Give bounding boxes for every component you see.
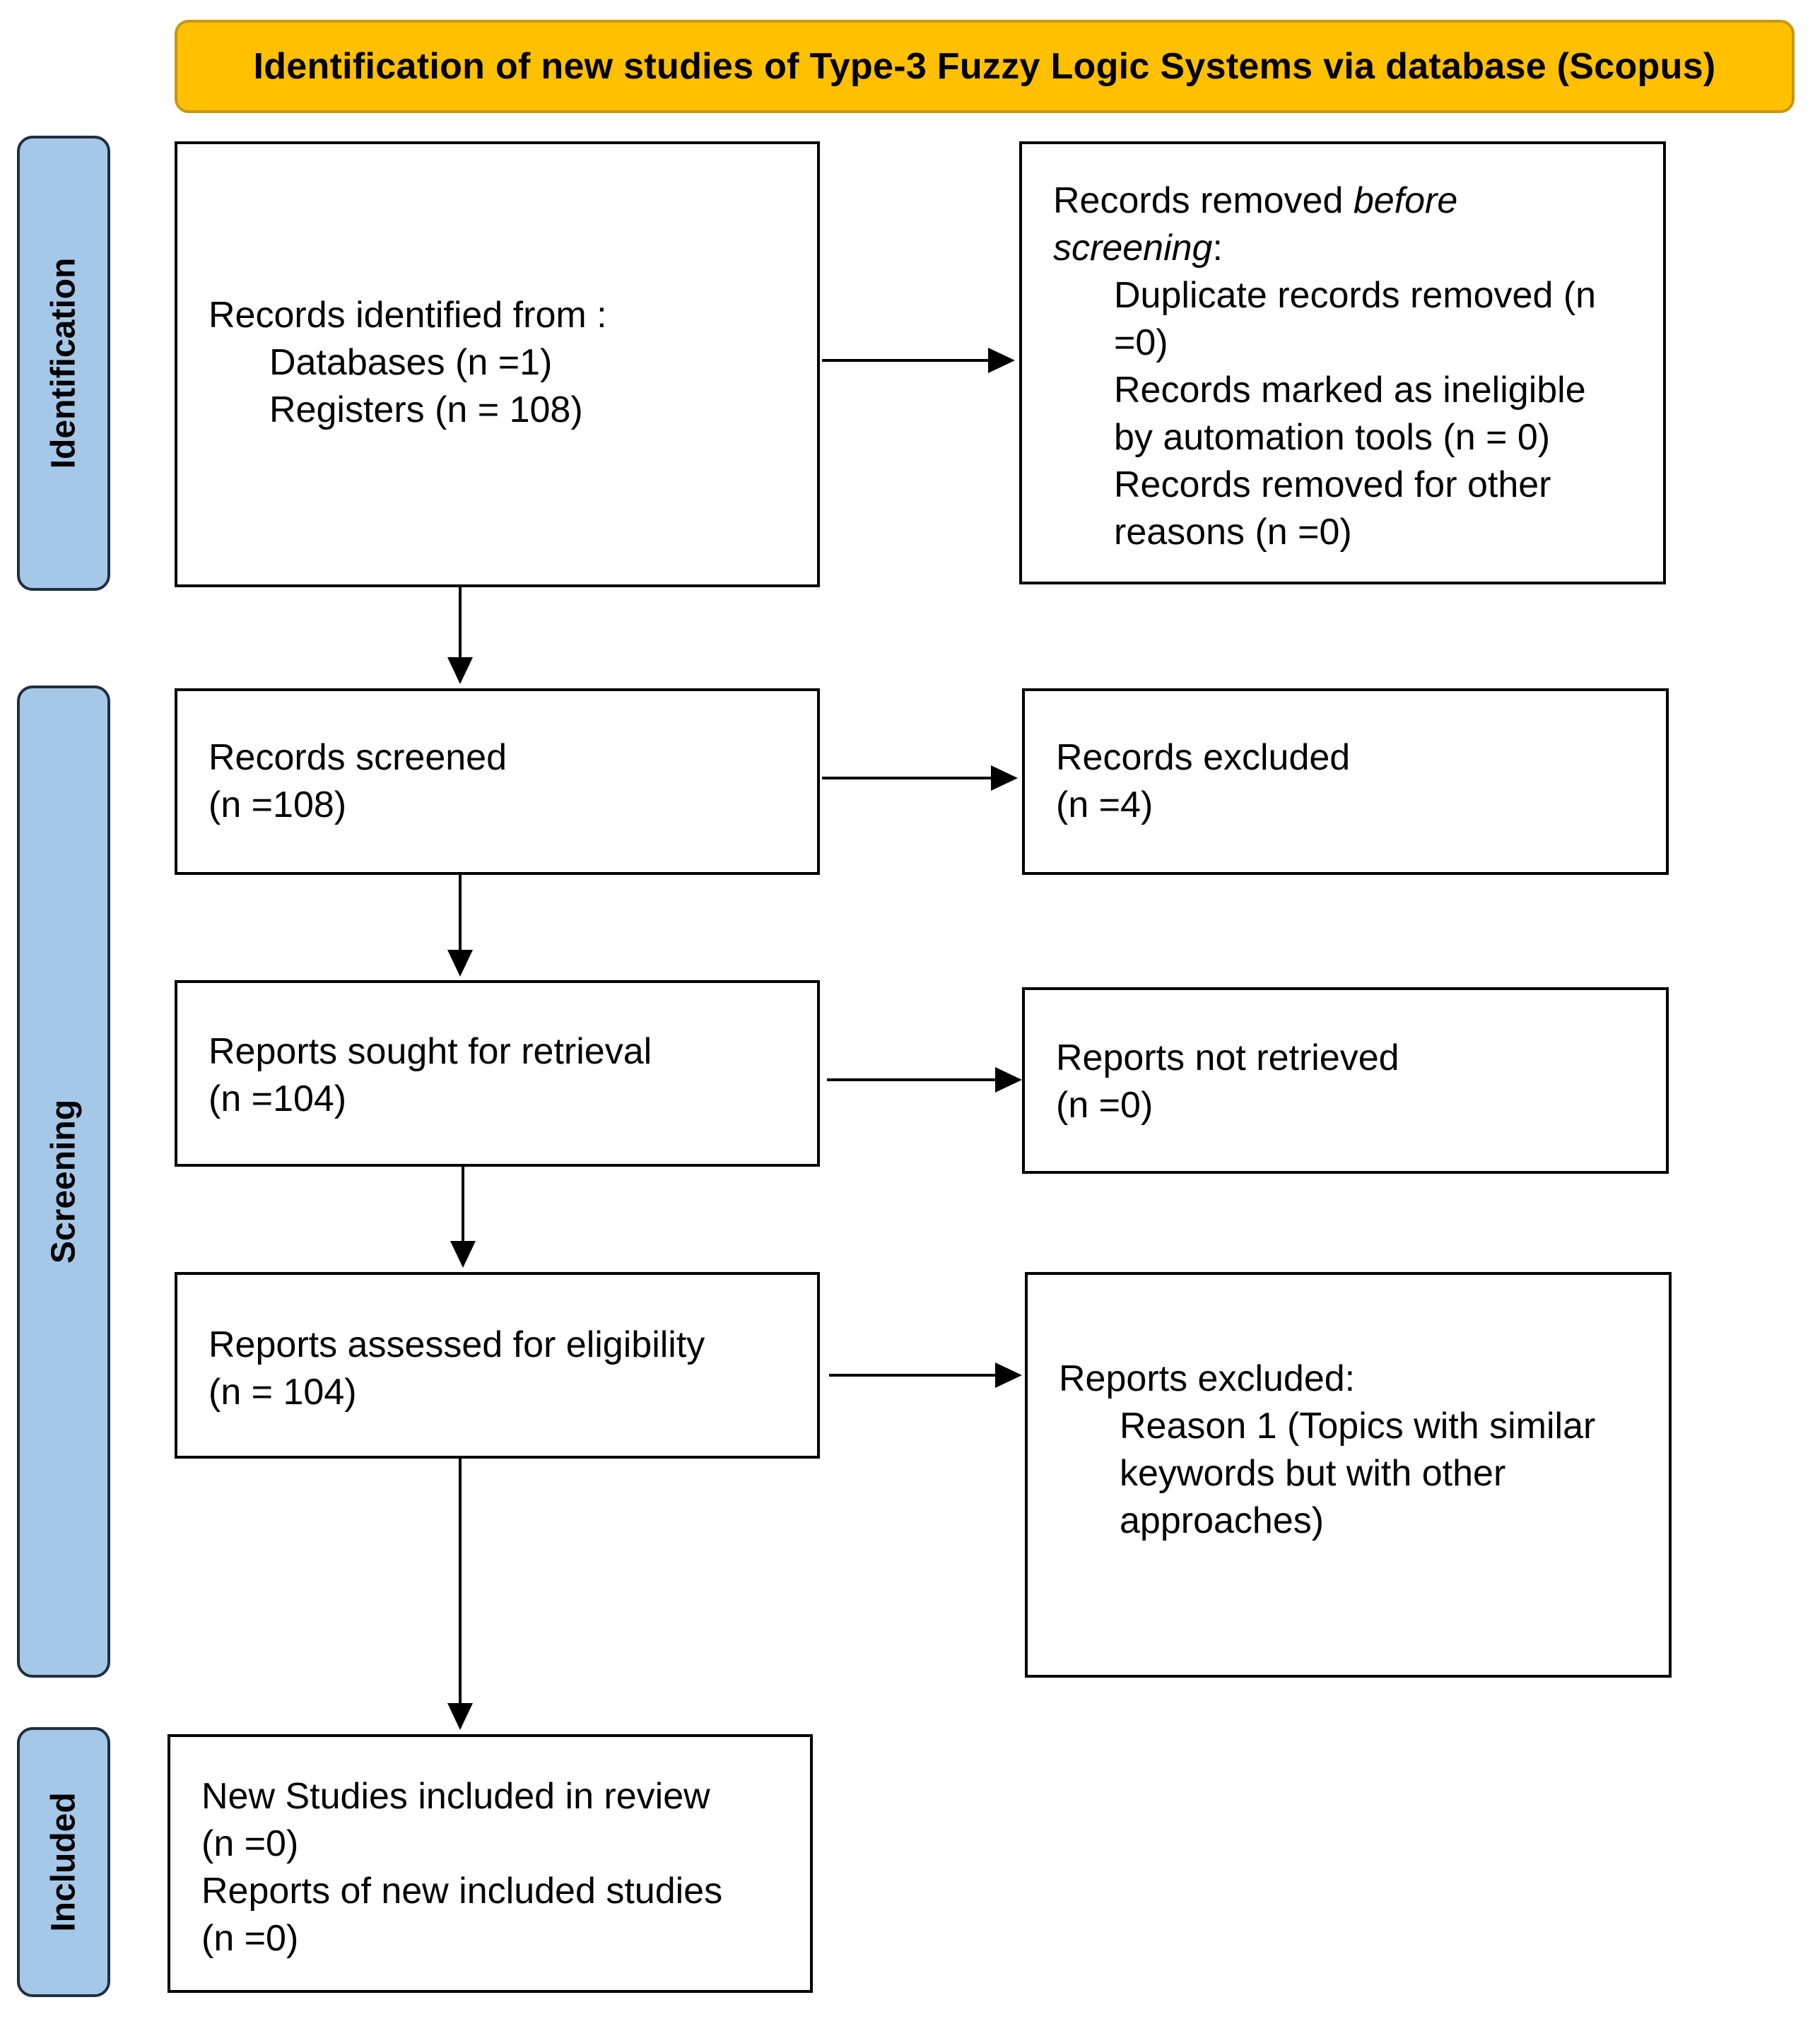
reports-assessed-box: Reports assessed for eligibility (n = 10… (175, 1272, 820, 1459)
records-screened-box: Records screened (n =108) (175, 688, 820, 875)
registers-count: Registers (n = 108) (269, 389, 583, 430)
reports-sought-count: (n =104) (209, 1078, 347, 1119)
reports-not-retrieved-box: Reports not retrieved (n =0) (1022, 987, 1669, 1174)
records-excluded-count: (n =4) (1056, 784, 1153, 825)
reports-new-included-label: Reports of new included studies (201, 1871, 723, 1912)
studies-included-box: New Studies included in review (n =0) Re… (168, 1734, 813, 1993)
records-identified-box: Records identified from : Databases (n =… (175, 141, 820, 587)
new-studies-included-label: New Studies included in review (201, 1776, 710, 1817)
other-reasons-line: Records removed for other (1114, 464, 1551, 505)
screening-text: screening (1053, 228, 1213, 269)
phase-identification: Identification (17, 136, 110, 591)
records-removed-text: Records removed (1053, 180, 1354, 221)
arrowhead-right-4 (995, 1362, 1022, 1388)
arrowhead-right-2 (991, 765, 1018, 791)
reports-sought-label: Reports sought for retrieval (209, 1031, 652, 1072)
records-screened-count: (n =108) (209, 784, 347, 825)
duplicate-records-count: =0) (1114, 322, 1168, 363)
phase-included: Included (17, 1727, 110, 1997)
reason-1-line: Reason 1 (Topics with similar (1120, 1406, 1596, 1447)
arrowhead-down-4 (447, 1703, 473, 1730)
records-removed-heading-1: Records removed before (1053, 177, 1663, 225)
records-removed-heading-2: screening: (1053, 225, 1663, 272)
colon-text: : (1212, 228, 1223, 269)
records-identified-title: Records identified from : (209, 295, 607, 336)
ineligible-records-line: Records marked as ineligible (1114, 370, 1586, 411)
arrowhead-right-3 (995, 1067, 1022, 1093)
reason-1-line-3: approaches) (1120, 1500, 1325, 1541)
before-text: before (1353, 180, 1458, 221)
reports-not-retrieved-label: Reports not retrieved (1056, 1037, 1399, 1078)
arrowhead-right-1 (988, 348, 1015, 373)
new-studies-included-count: (n =0) (201, 1823, 299, 1864)
databases-count: Databases (n =1) (269, 342, 553, 383)
duplicate-records-line: Duplicate records removed (n (1114, 275, 1597, 316)
records-screened-label: Records screened (209, 737, 507, 778)
reports-sought-box: Reports sought for retrieval (n =104) (175, 980, 820, 1167)
reports-assessed-count: (n = 104) (209, 1372, 357, 1413)
reason-1-line-2: keywords but with other (1120, 1453, 1506, 1494)
reports-excluded-box: Reports excluded: Reason 1 (Topics with … (1025, 1272, 1672, 1678)
phase-screening: Screening (17, 685, 110, 1678)
header-title: Identification of new studies of Type-3 … (253, 46, 1716, 87)
reports-not-retrieved-count: (n =0) (1056, 1085, 1153, 1126)
other-reasons-count: reasons (n =0) (1114, 512, 1352, 553)
reports-assessed-label: Reports assessed for eligibility (209, 1324, 705, 1365)
arrowhead-down-1 (447, 657, 473, 684)
records-excluded-label: Records excluded (1056, 737, 1351, 778)
records-removed-box: Records removed before screening: Duplic… (1019, 141, 1666, 584)
arrowhead-down-2 (447, 950, 473, 977)
header-banner: Identification of new studies of Type-3 … (175, 20, 1795, 113)
reports-new-included-count: (n =0) (201, 1918, 299, 1959)
automation-tools-count: by automation tools (n = 0) (1114, 417, 1551, 458)
arrowhead-down-3 (450, 1241, 476, 1268)
records-excluded-box: Records excluded (n =4) (1022, 688, 1669, 875)
reports-excluded-heading: Reports excluded: (1059, 1358, 1356, 1399)
